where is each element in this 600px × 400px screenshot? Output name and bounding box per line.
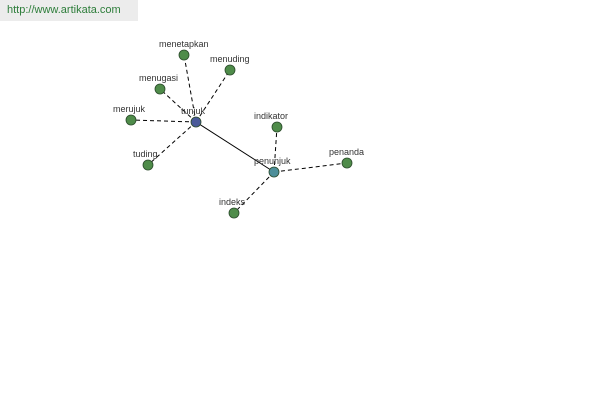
edges-layer (130, 54, 348, 214)
edge-tunjuk-merujuk (130, 119, 197, 123)
edge-penunjuk-penanda (273, 162, 348, 173)
node-label-indeks[interactable]: indeks (219, 197, 246, 207)
node-label-merujuk[interactable]: merujuk (113, 104, 146, 114)
node-indeks[interactable] (228, 207, 240, 219)
node-label-tuding[interactable]: tuding (133, 149, 158, 159)
edge-tunjuk-menetapkan (183, 54, 197, 123)
node-label-penunjuk[interactable]: penunjuk (254, 156, 291, 166)
node-menuding[interactable] (224, 64, 236, 76)
node-tunjuk[interactable] (190, 116, 202, 128)
edge-penunjuk-indikator (273, 126, 278, 173)
source-url-link[interactable]: http://www.artikata.com (0, 0, 138, 21)
node-penunjuk[interactable] (268, 166, 280, 178)
node-label-menuding[interactable]: menuding (210, 54, 250, 64)
node-label-menetapkan[interactable]: menetapkan (159, 39, 209, 49)
node-label-menugasi[interactable]: menugasi (139, 73, 178, 83)
edge-tunjuk-tuding (147, 121, 197, 166)
node-indikator[interactable] (271, 121, 283, 133)
node-label-tunjuk[interactable]: tunjuk (181, 106, 206, 116)
node-menugasi[interactable] (154, 83, 166, 95)
node-tuding[interactable] (142, 159, 154, 171)
node-penanda[interactable] (341, 157, 353, 169)
edge-penunjuk-indeks (233, 171, 275, 214)
node-label-indikator[interactable]: indikator (254, 111, 288, 121)
edge-tunjuk-menugasi (159, 88, 197, 123)
nodes-layer (125, 49, 353, 219)
node-merujuk[interactable] (125, 114, 137, 126)
node-label-penanda[interactable]: penanda (329, 147, 364, 157)
node-menetapkan[interactable] (178, 49, 190, 61)
edge-tunjuk-penunjuk (195, 121, 275, 173)
edge-tunjuk-menuding (195, 69, 231, 123)
